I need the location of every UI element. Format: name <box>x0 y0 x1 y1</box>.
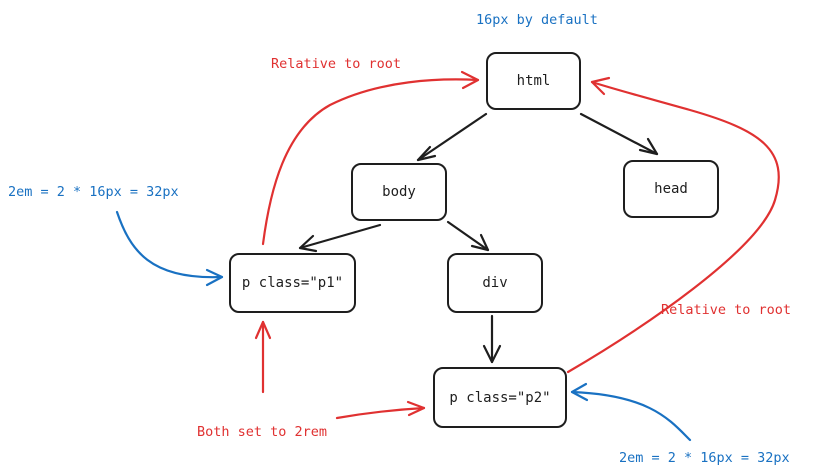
node-div: div <box>447 253 543 313</box>
edge-div-p2 <box>482 314 502 364</box>
edge-body-p1 <box>298 223 382 253</box>
node-html: html <box>486 52 581 110</box>
node-p2: p class="p2" <box>433 367 567 428</box>
node-body: body <box>351 163 447 221</box>
node-div-label: div <box>482 275 508 291</box>
label-em-bottom-right: 2em = 2 * 16px = 32px <box>619 450 790 466</box>
label-16px-default: 16px by default <box>476 12 598 28</box>
edge-body-div <box>446 220 490 252</box>
arrow-both-up <box>254 320 272 394</box>
arrow-em-left <box>115 210 224 287</box>
arrow-both-right <box>335 400 426 420</box>
node-head: head <box>623 160 719 218</box>
arrow-em-bottom-right <box>570 382 692 442</box>
node-p1-label: p class="p1" <box>241 275 344 291</box>
node-html-label: html <box>516 73 551 89</box>
label-relative-root-right: Relative to root <box>661 302 792 318</box>
label-em-left: 2em = 2 * 16px = 32px <box>8 184 179 200</box>
arrow-p2-to-html <box>566 76 780 374</box>
edge-html-head <box>579 112 659 156</box>
arrow-p1-to-html <box>261 70 480 246</box>
node-head-label: head <box>654 181 688 197</box>
label-relative-root-top: Relative to root <box>271 56 402 72</box>
node-p2-label: p class="p2" <box>449 389 551 406</box>
node-body-label: body <box>382 184 416 200</box>
label-both-set-2rem: Both set to 2rem <box>197 424 328 440</box>
edge-html-body <box>416 112 488 162</box>
node-p1: p class="p1" <box>229 253 356 313</box>
